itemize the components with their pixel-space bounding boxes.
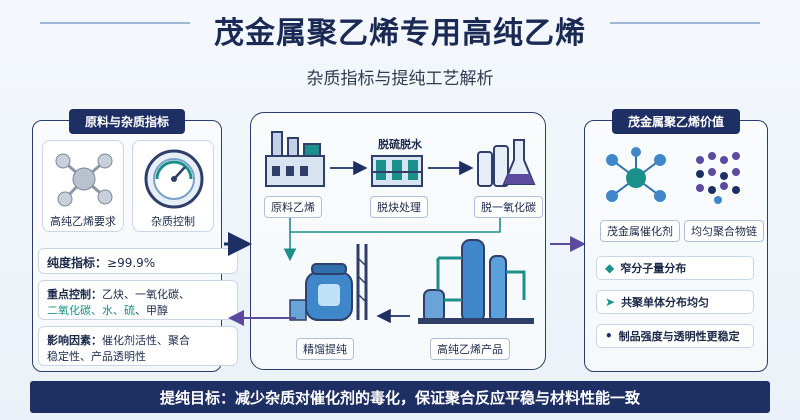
key-control-box: 重点控制：乙炔、一氧化碳、 二氧化碳、水、硫、甲醇 xyxy=(38,280,238,320)
key-control-line2-highlight: 二氧化碳、水、硫 xyxy=(47,304,135,317)
value-item-comonomer-label: 共聚单体分布均匀 xyxy=(621,296,710,309)
card-impurity-control: 杂质控制 xyxy=(132,140,214,232)
value-item-strength: • 制品强度与透明性更稳定 xyxy=(596,324,754,348)
dot-icon: • xyxy=(605,329,613,343)
step-label-distillation: 精馏提纯 xyxy=(296,338,354,360)
right-panel-title: 茂金属聚乙烯价值 xyxy=(611,109,741,134)
key-control-label: 重点控制： xyxy=(47,288,102,301)
step-label-raw-ethylene: 原料乙烯 xyxy=(264,196,322,218)
step-label-product: 高纯乙烯产品 xyxy=(430,338,510,360)
card-impurity-label: 杂质控制 xyxy=(151,215,195,228)
reactor-icon xyxy=(289,244,368,321)
card-purity-requirement: 高纯乙烯要求 xyxy=(42,140,124,232)
page-subtitle: 杂质指标与提纯工艺解析 xyxy=(306,69,494,89)
molecule-icon xyxy=(55,153,113,207)
right-card-catalyst-label: 茂金属催化剂 xyxy=(600,220,680,242)
purity-label: 纯度指标： xyxy=(47,256,108,270)
footer-banner: 提纯目标：减少杂质对催化剂的毒化，保证聚合反应平稳与材料性能一致 xyxy=(30,381,770,413)
step-label-dealkyne: 脱炔处理 xyxy=(370,196,428,218)
influence-line1: 催化剂活性、聚合 xyxy=(102,334,190,347)
key-control-line1: 乙炔、一氧化碳、 xyxy=(102,288,190,301)
value-item-strength-label: 制品强度与透明性更稳定 xyxy=(618,330,740,343)
arrow-icon: ➤ xyxy=(605,295,616,309)
catalyst-network-icon xyxy=(606,147,666,202)
left-panel-title: 原料与杂质指标 xyxy=(68,109,186,134)
dehydration-unit-icon xyxy=(371,155,423,187)
step-top-label-desulfur: 脱硫脱水 xyxy=(378,138,422,151)
title-decor-right xyxy=(610,22,760,24)
return-connector xyxy=(289,218,501,233)
value-item-mwd-label: 窄分子量分布 xyxy=(620,262,687,275)
purity-indicator: 纯度指标：≥99.9% xyxy=(38,248,238,274)
influence-box: 影响因素：催化剂活性、聚合 稳定性、产品透明性 xyxy=(38,326,238,366)
lab-flask-icon xyxy=(477,139,536,187)
factory-icon xyxy=(265,131,325,187)
influence-label: 影响因素： xyxy=(47,334,102,347)
key-control-line2-rest: 、甲醇 xyxy=(135,304,168,317)
influence-line2: 稳定性、产品透明性 xyxy=(47,350,146,363)
polymer-chain-icon xyxy=(696,152,740,204)
title-decor-left xyxy=(40,22,190,24)
gauge-icon xyxy=(144,149,204,209)
right-card-polymer-label: 均匀聚合物链 xyxy=(684,220,764,242)
value-item-comonomer: ➤ 共聚单体分布均匀 xyxy=(596,290,754,314)
value-item-mwd: ◆ 窄分子量分布 xyxy=(596,256,754,280)
diamond-icon: ◆ xyxy=(605,261,615,275)
card-purity-label: 高纯乙烯要求 xyxy=(50,215,116,228)
purity-value: ≥99.9% xyxy=(107,256,156,270)
step-label-deco: 脱一氧化碳 xyxy=(474,196,543,218)
distillation-column-icon xyxy=(418,239,534,324)
page-title: 茂金属聚乙烯专用高纯乙烯 xyxy=(214,16,586,51)
